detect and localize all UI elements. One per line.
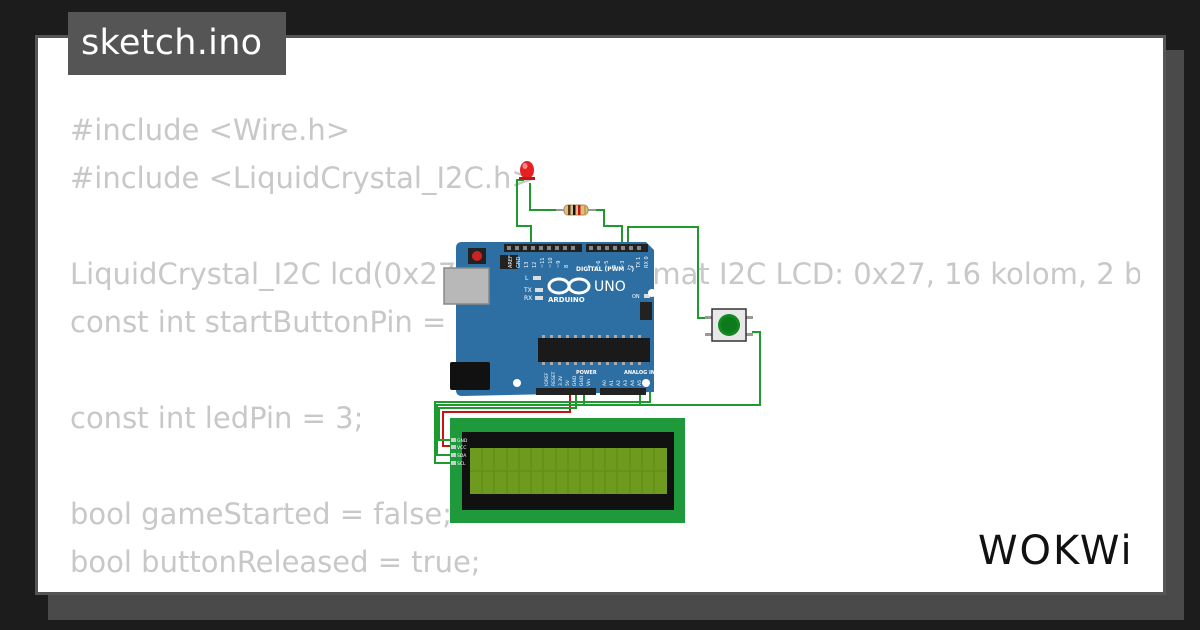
wire-led-resistor: [529, 183, 560, 211]
svg-text:ON: ON: [632, 294, 640, 300]
wires: [434, 179, 761, 464]
wire-button-gnd: [583, 331, 761, 406]
code-line: LiquidCrystal_I2C lcd(0x27, 16, 2); // F…: [70, 257, 1140, 291]
pin-label: ~5: [604, 261, 610, 268]
svg-text:L: L: [525, 275, 529, 282]
pin-label: TX 1: [636, 257, 642, 269]
lcd-pin-label: VCC: [457, 445, 466, 451]
code-line: bool buttonReleased = true;: [70, 545, 481, 579]
wire-button-pin2: [627, 226, 712, 319]
power-pin-label: 3.3V: [558, 375, 564, 386]
power-pin-label: 5V: [565, 379, 571, 386]
code-line: #include <LiquidCrystal_I2C.h>: [70, 161, 536, 195]
pin-label: 12: [532, 262, 538, 268]
lcd-pin-label: GND: [457, 438, 468, 444]
code-line: const int ledPin = 3;: [70, 401, 364, 435]
pin-label: ~9: [556, 261, 562, 268]
svg-text:TX: TX: [523, 287, 532, 294]
board-name: UNO: [594, 279, 626, 295]
pin-label: ~10: [548, 257, 554, 268]
pin-label: 8: [564, 265, 570, 268]
power-pin-label: Vin: [586, 379, 592, 386]
pin-label: GND: [516, 256, 522, 268]
pin-label: 4: [612, 265, 618, 268]
analog-pin-label: A0: [602, 380, 608, 386]
code-line: bool gameStarted = false;: [70, 497, 453, 531]
resistor[interactable]: [556, 204, 596, 216]
usb-connector: [443, 267, 490, 305]
wire-resistor-pin3: [592, 209, 623, 246]
code-preview: #include <Wire.h> #include <LiquidCrystal…: [70, 106, 1140, 592]
svg-text:RX: RX: [524, 295, 532, 302]
lcd-pin-label: SCL: [457, 461, 466, 467]
wire-led-gnd: [516, 179, 532, 246]
power-pin-label: GND: [572, 375, 578, 386]
power-jack: [450, 362, 490, 390]
arduino-uno-board[interactable]: AREF GND 13 12 ~11 ~10 ~9 8 7 ~6 ~5 4 ~3…: [443, 242, 656, 396]
analog-pin-label: A5: [637, 380, 643, 386]
pin-label: 13: [524, 262, 530, 268]
status-leds: L TX RX ON: [523, 275, 650, 302]
pin-label: ~6: [596, 261, 602, 268]
pin-label: AREF: [508, 255, 514, 268]
red-led[interactable]: [519, 161, 535, 180]
analog-pin-label: A1: [609, 380, 615, 386]
wokwi-logo: WOKWi: [978, 528, 1134, 574]
code-line: #include <Wire.h>: [70, 113, 351, 147]
power-pin-label: RESET: [551, 371, 557, 386]
power-pin-label: GND: [579, 375, 585, 386]
pin-label: ~11: [540, 257, 546, 268]
wire-lcd-scl: [434, 392, 651, 464]
power-label: POWER: [576, 370, 597, 376]
lcd-1602-i2c[interactable]: GND VCC SDA SCL: [450, 418, 685, 523]
pin-label: 2: [628, 265, 634, 268]
analog-label: ANALOG IN: [624, 370, 655, 376]
atmega-chip: [538, 338, 650, 362]
lcd-pin-label: SDA: [457, 453, 467, 459]
push-button[interactable]: [705, 308, 753, 342]
power-header: [536, 388, 596, 395]
analog-pin-label: A4: [630, 380, 636, 386]
digital-header-label: DIGITAL (PWM ~): [576, 266, 634, 273]
power-pin-label: IOREF: [544, 372, 550, 386]
arduino-infinity-icon: [547, 277, 591, 295]
pin-label: RX 0: [644, 256, 650, 268]
pin-label: ~3: [620, 261, 626, 268]
analog-pin-label: A2: [616, 380, 622, 386]
pin-label: 7: [588, 265, 594, 268]
wire-lcd-sda: [436, 404, 560, 456]
file-name-tab[interactable]: sketch.ino: [68, 12, 286, 75]
analog-pin-label: A3: [623, 380, 629, 386]
brand-label: ARDUINO: [548, 296, 585, 304]
analog-header: [600, 388, 646, 395]
